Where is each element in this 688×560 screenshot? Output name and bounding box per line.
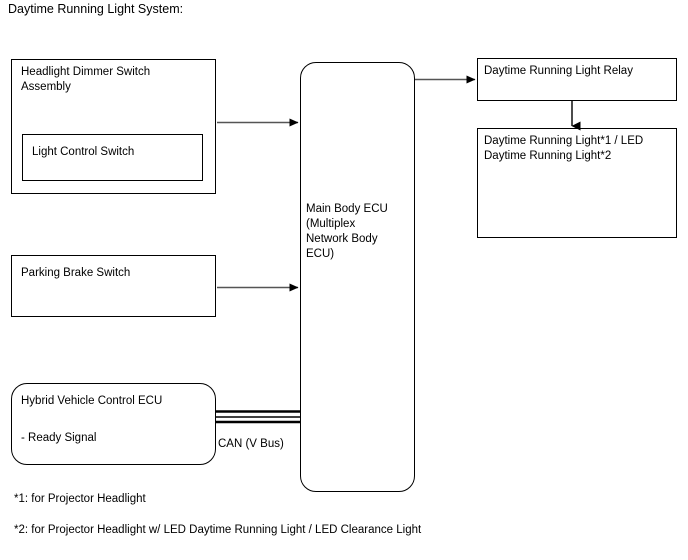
node-main-body-ecu-label: Main Body ECU (Multiplex Network Body EC…	[306, 203, 388, 260]
node-parking-brake-switch-label: Parking Brake Switch	[21, 267, 131, 279]
node-hybrid-vehicle-control-ecu-detail: - Ready Signal	[21, 432, 97, 444]
node-parking-brake-switch	[11, 255, 216, 317]
node-light-control-switch-label: Light Control Switch	[32, 146, 135, 158]
footnote-2: *2: for Projector Headlight w/ LED Dayti…	[14, 524, 422, 536]
footnote-1: *1: for Projector Headlight	[14, 493, 146, 505]
node-hybrid-vehicle-control-ecu-label: Hybrid Vehicle Control ECU	[21, 395, 163, 407]
node-hybrid-vehicle-control-ecu	[11, 383, 216, 465]
node-headlight-dimmer-switch-assembly-label: Headlight Dimmer Switch Assembly	[21, 66, 151, 93]
page-title: Daytime Running Light System:	[8, 2, 184, 16]
node-daytime-running-light-relay-label: Daytime Running Light Relay	[484, 65, 633, 77]
node-daytime-running-lights-label: Daytime Running Light*1 / LED Daytime Ru…	[484, 135, 644, 162]
node-main-body-ecu	[300, 62, 415, 492]
can-bus-label: CAN (V Bus)	[218, 438, 284, 450]
node-daytime-running-lights	[477, 128, 677, 238]
node-daytime-running-light-relay	[477, 58, 677, 101]
can-bus-lines	[216, 410, 301, 424]
node-light-control-switch	[22, 134, 203, 181]
